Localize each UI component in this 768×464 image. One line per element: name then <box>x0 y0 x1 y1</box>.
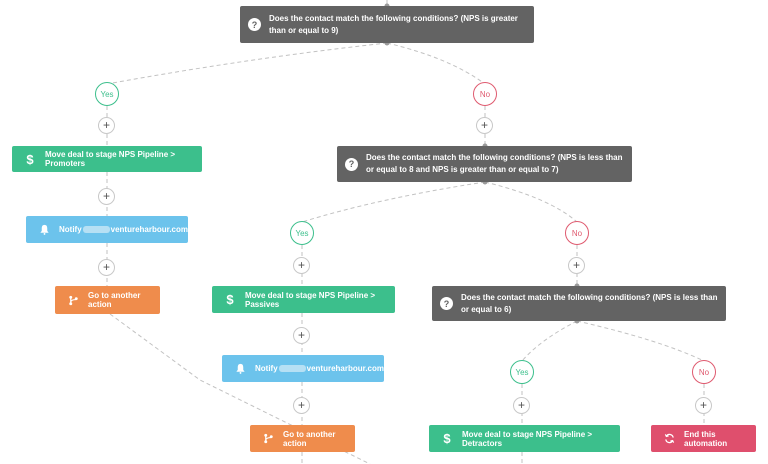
yes-label: Yes <box>100 89 114 99</box>
condition-text: Does the contact match the following con… <box>461 292 718 314</box>
add-step-button[interactable]: + <box>98 117 115 134</box>
move-deal-passives-action[interactable]: $ Move deal to stage NPS Pipeline > Pass… <box>212 286 395 313</box>
no-branch-2: No <box>565 221 589 245</box>
question-icon: ? <box>248 18 261 31</box>
condition-nps-less-equal-6[interactable]: ? Does the contact match the following c… <box>432 286 726 321</box>
add-step-button[interactable]: + <box>293 397 310 414</box>
notify-action[interactable]: Notify ventureharbour.com <box>222 355 384 382</box>
question-icon: ? <box>345 157 358 171</box>
add-step-button[interactable]: + <box>695 397 712 414</box>
notify-label: Notify <box>59 225 82 234</box>
add-step-button[interactable]: + <box>293 257 310 274</box>
notify-label: Notify <box>255 364 278 373</box>
yes-label: Yes <box>295 228 309 238</box>
no-label: No <box>698 367 710 377</box>
notify-domain: ventureharbour.com <box>110 225 188 234</box>
add-step-button[interactable]: + <box>513 397 530 414</box>
dollar-icon: $ <box>26 151 34 167</box>
branch-icon <box>260 433 276 444</box>
no-branch-1: No <box>473 82 497 106</box>
bell-icon <box>36 224 52 235</box>
add-step-button[interactable]: + <box>98 188 115 205</box>
question-icon: ? <box>440 297 453 310</box>
redacted-email <box>278 365 306 372</box>
branch-icon <box>65 295 81 306</box>
add-step-button[interactable]: + <box>293 327 310 344</box>
bell-icon <box>232 363 248 374</box>
dollar-icon: $ <box>226 292 234 307</box>
condition-text: Does the contact match the following con… <box>366 153 623 174</box>
no-label: No <box>571 228 583 238</box>
move-deal-promoters-action[interactable]: $ Move deal to stage NPS Pipeline > Prom… <box>12 146 202 172</box>
add-step-button[interactable]: + <box>98 259 115 276</box>
notify-domain: ventureharbour.com <box>306 364 384 373</box>
action-label: Move deal to stage NPS Pipeline > Detrac… <box>462 429 593 448</box>
yes-label: Yes <box>515 367 529 377</box>
goto-action[interactable]: Go to another action <box>250 425 355 452</box>
condition-nps-greater-equal-9[interactable]: ? Does the contact match the following c… <box>240 6 534 43</box>
yes-branch-3: Yes <box>510 360 534 384</box>
goto-action[interactable]: Go to another action <box>55 286 160 314</box>
end-label: End this automation <box>684 429 728 448</box>
redacted-email <box>82 226 110 233</box>
action-label: Move deal to stage NPS Pipeline > Promot… <box>45 150 176 168</box>
no-label: No <box>479 89 491 99</box>
end-automation-action[interactable]: End this automation <box>651 425 756 452</box>
action-label: Move deal to stage NPS Pipeline > Passiv… <box>245 290 376 309</box>
notify-action[interactable]: Notify ventureharbour.com <box>26 216 188 243</box>
yes-branch-2: Yes <box>290 221 314 245</box>
condition-text: Does the contact match the following con… <box>269 13 518 35</box>
add-step-button[interactable]: + <box>568 257 585 274</box>
goto-label: Go to another action <box>283 429 336 448</box>
yes-branch-1: Yes <box>95 82 119 106</box>
goto-label: Go to another action <box>88 291 141 309</box>
move-deal-detractors-action[interactable]: $ Move deal to stage NPS Pipeline > Detr… <box>429 425 620 452</box>
dollar-icon: $ <box>443 431 451 446</box>
add-step-button[interactable]: + <box>476 117 493 134</box>
refresh-icon <box>661 433 677 444</box>
condition-nps-7-to-8[interactable]: ? Does the contact match the following c… <box>337 146 632 182</box>
no-branch-3: No <box>692 360 716 384</box>
